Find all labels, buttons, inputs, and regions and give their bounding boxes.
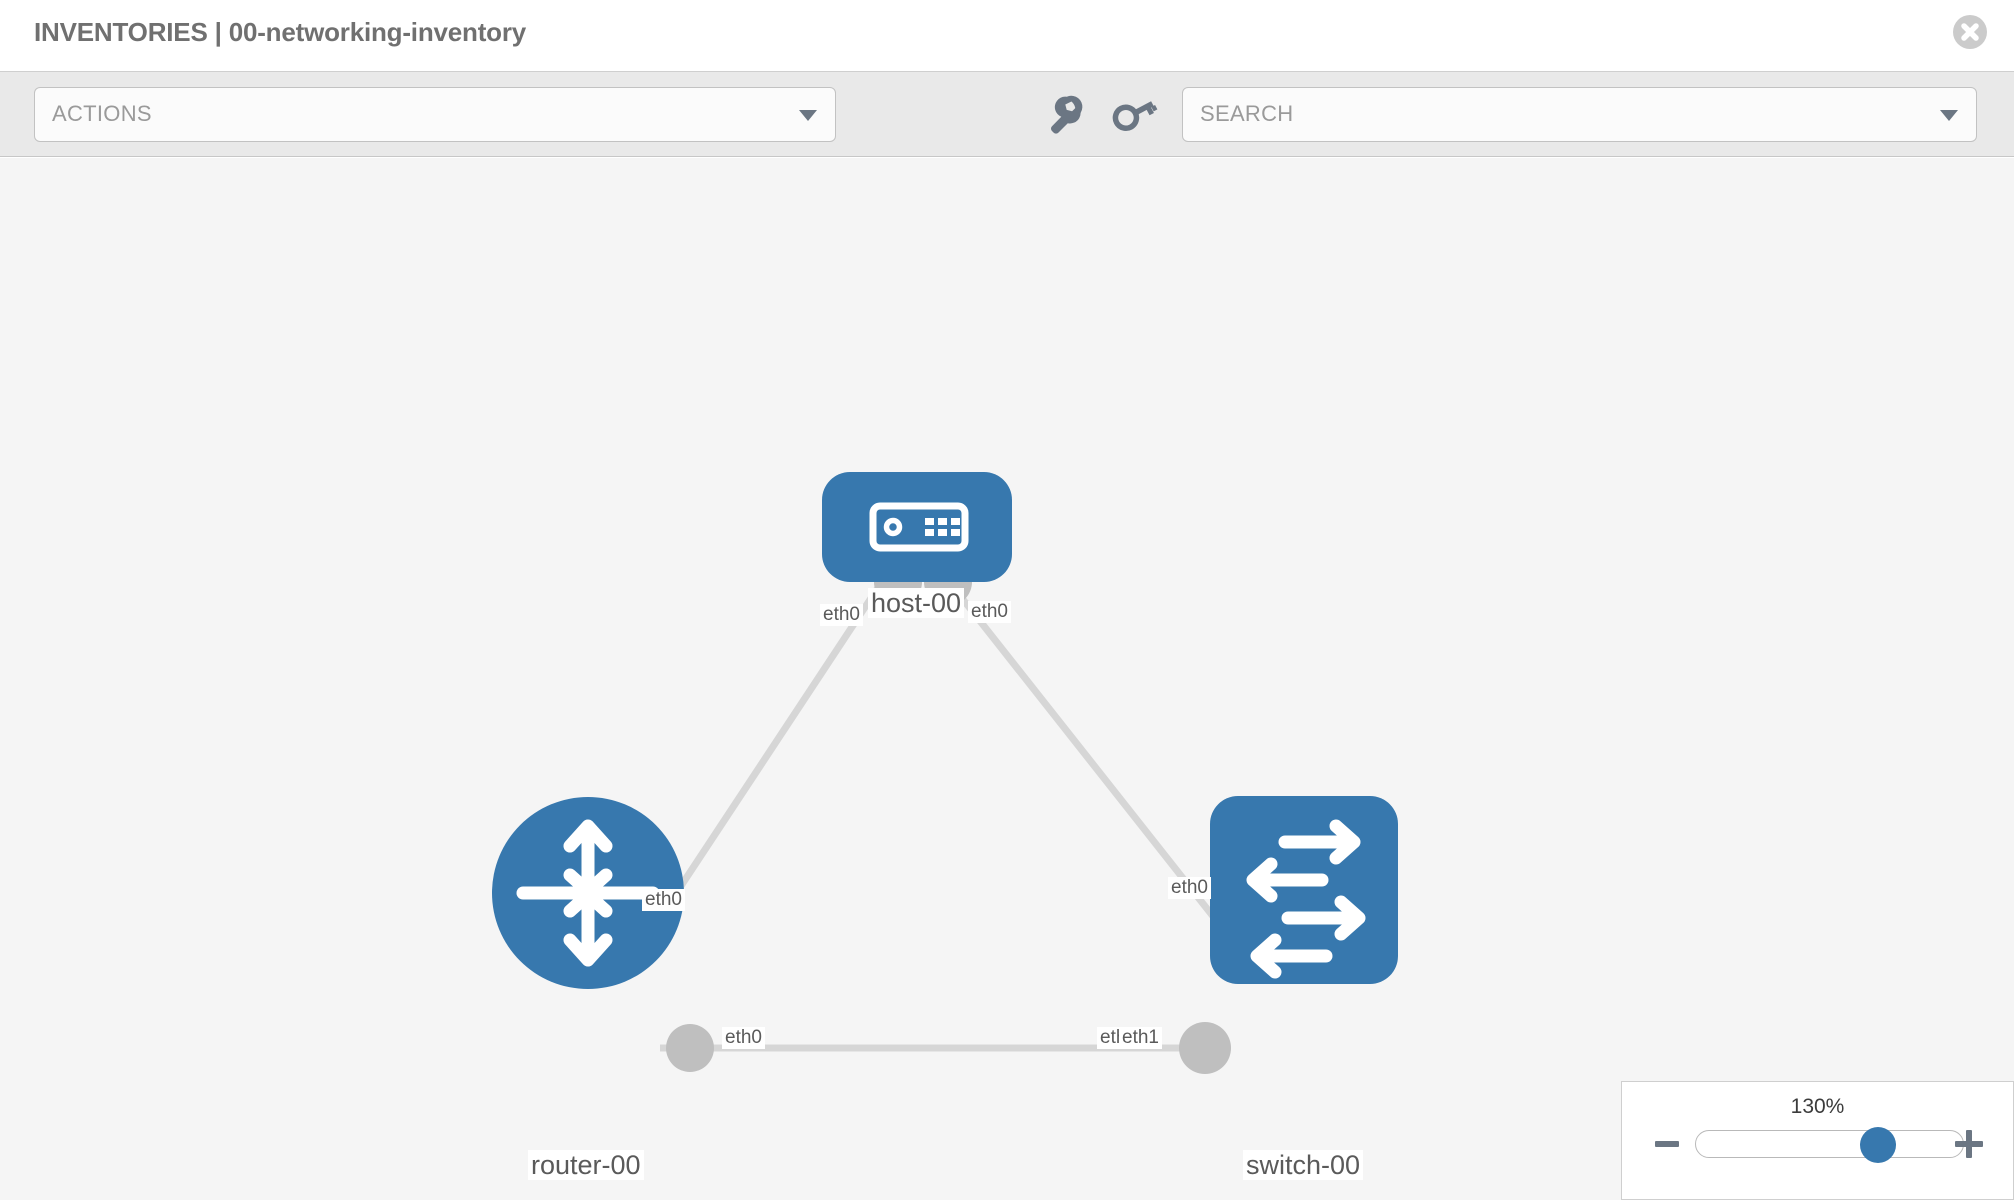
actions-dropdown-label: ACTIONS (52, 101, 152, 126)
server-icon (869, 502, 969, 552)
close-icon (1961, 23, 1979, 41)
zoom-level-label: 130% (1790, 1095, 1845, 1118)
search-placeholder: SEARCH (1200, 101, 1294, 126)
zoom-control-panel: 130% (1621, 1081, 2014, 1200)
zoom-slider-thumb[interactable] (1859, 1127, 1896, 1163)
node-host-00[interactable] (822, 472, 1012, 582)
interface-handles (666, 558, 1264, 1074)
node-switch-00[interactable] (1210, 796, 1398, 984)
toolbar: ACTIONS SEARCH (0, 71, 2014, 157)
search-input[interactable]: SEARCH (1182, 87, 1977, 142)
chevron-down-icon (799, 110, 817, 121)
page-title: INVENTORIES | 00-networking-inventory (34, 17, 527, 47)
node-label-switch-00: switch-00 (1243, 1150, 1364, 1181)
switch-arrows-icon (1246, 819, 1366, 979)
interface-label: eth0 (1168, 877, 1211, 899)
handle-router00-eth0[interactable] (666, 1024, 714, 1072)
topology-links (637, 580, 1241, 1052)
key-icon (1112, 101, 1158, 132)
zoom-in-button[interactable] (1955, 1130, 1983, 1158)
topology-canvas[interactable]: eth0 eth0 host-00 eth0 eth0 eth0 eth0 et… (0, 158, 2014, 1200)
key-button[interactable] (1108, 87, 1158, 142)
node-label-router-00: router-00 (528, 1150, 644, 1181)
actions-dropdown[interactable]: ACTIONS (34, 87, 836, 142)
zoom-out-button[interactable] (1655, 1141, 1679, 1147)
wrench-icon (1051, 95, 1083, 134)
close-button[interactable] (1953, 15, 1987, 49)
interface-label: eth0 (968, 601, 1011, 623)
interface-label: eth1 (1119, 1027, 1162, 1049)
interface-label: eth0 (642, 889, 685, 911)
handle-switch00-eth1[interactable] (1179, 1022, 1231, 1074)
page-header: INVENTORIES | 00-networking-inventory (0, 0, 2014, 70)
node-label-host-00: host-00 (868, 588, 965, 619)
interface-label: eth0 (820, 604, 863, 626)
zoom-slider[interactable] (1695, 1127, 1964, 1163)
node-router-00[interactable] (492, 797, 684, 989)
interface-label: eth0 (722, 1027, 765, 1049)
chevron-down-icon (1940, 110, 1958, 121)
wrench-button[interactable] (1040, 87, 1090, 142)
topology-graph (492, 472, 1398, 1074)
